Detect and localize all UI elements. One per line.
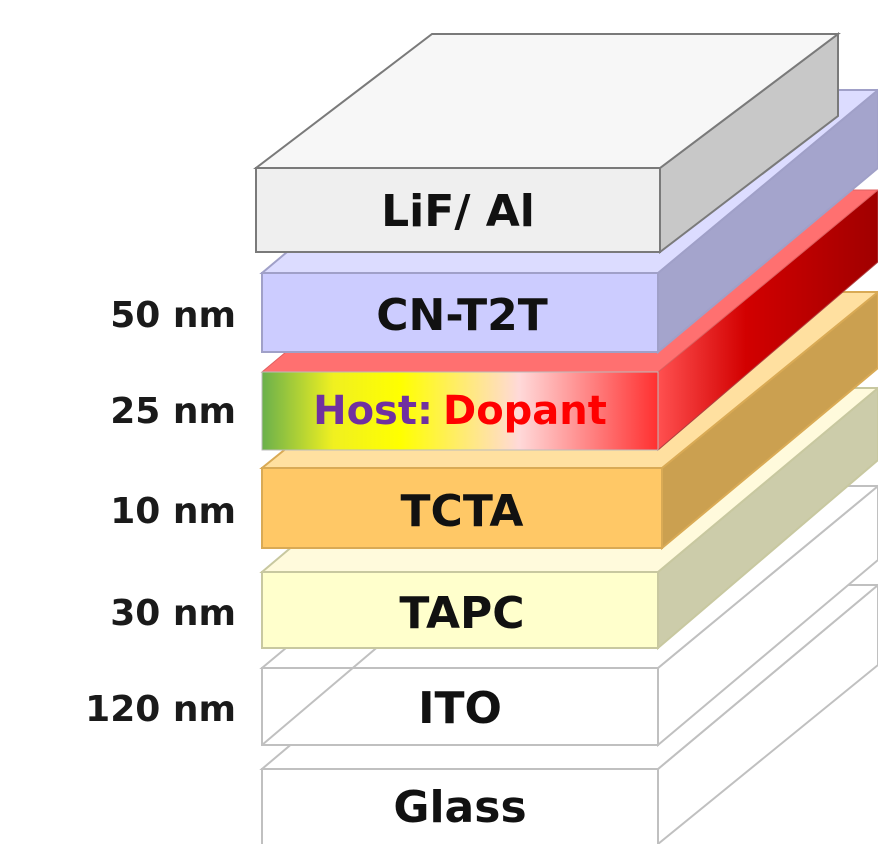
layer-tapc-front — [261, 571, 659, 649]
layer-lif-al-label: LiF/ Al — [381, 186, 535, 237]
thickness-label-cn-t2t: 50 nm — [110, 295, 236, 336]
layer-lif-al: LiF/ Al — [253, 31, 841, 255]
layer-ito-label: ITO — [418, 683, 502, 734]
layer-emissive-label: Host:Dopant — [313, 388, 607, 434]
layer-cn-t2t-label: CN-T2T — [376, 290, 548, 341]
dopant-label: Dopant — [443, 388, 607, 434]
thickness-label-emissive: 25 nm — [110, 391, 236, 432]
thickness-label-tcta: 10 nm — [110, 491, 236, 532]
layer-tapc-label: TAPC — [399, 588, 524, 639]
layer-glass-front — [261, 768, 659, 844]
thickness-label-tapc: 30 nm — [110, 593, 236, 634]
layer-tcta-front — [261, 467, 663, 549]
layer-tcta-label: TCTA — [401, 486, 524, 537]
thickness-label-ito: 120 nm — [85, 689, 236, 730]
layer-glass-label: Glass — [393, 782, 526, 833]
host-label: Host: — [313, 388, 433, 434]
layer-cn-t2t-front — [261, 272, 659, 353]
layer-lif-al-front — [255, 167, 661, 253]
layer-emissive-front — [261, 371, 659, 451]
layer-ito-front — [261, 667, 659, 746]
